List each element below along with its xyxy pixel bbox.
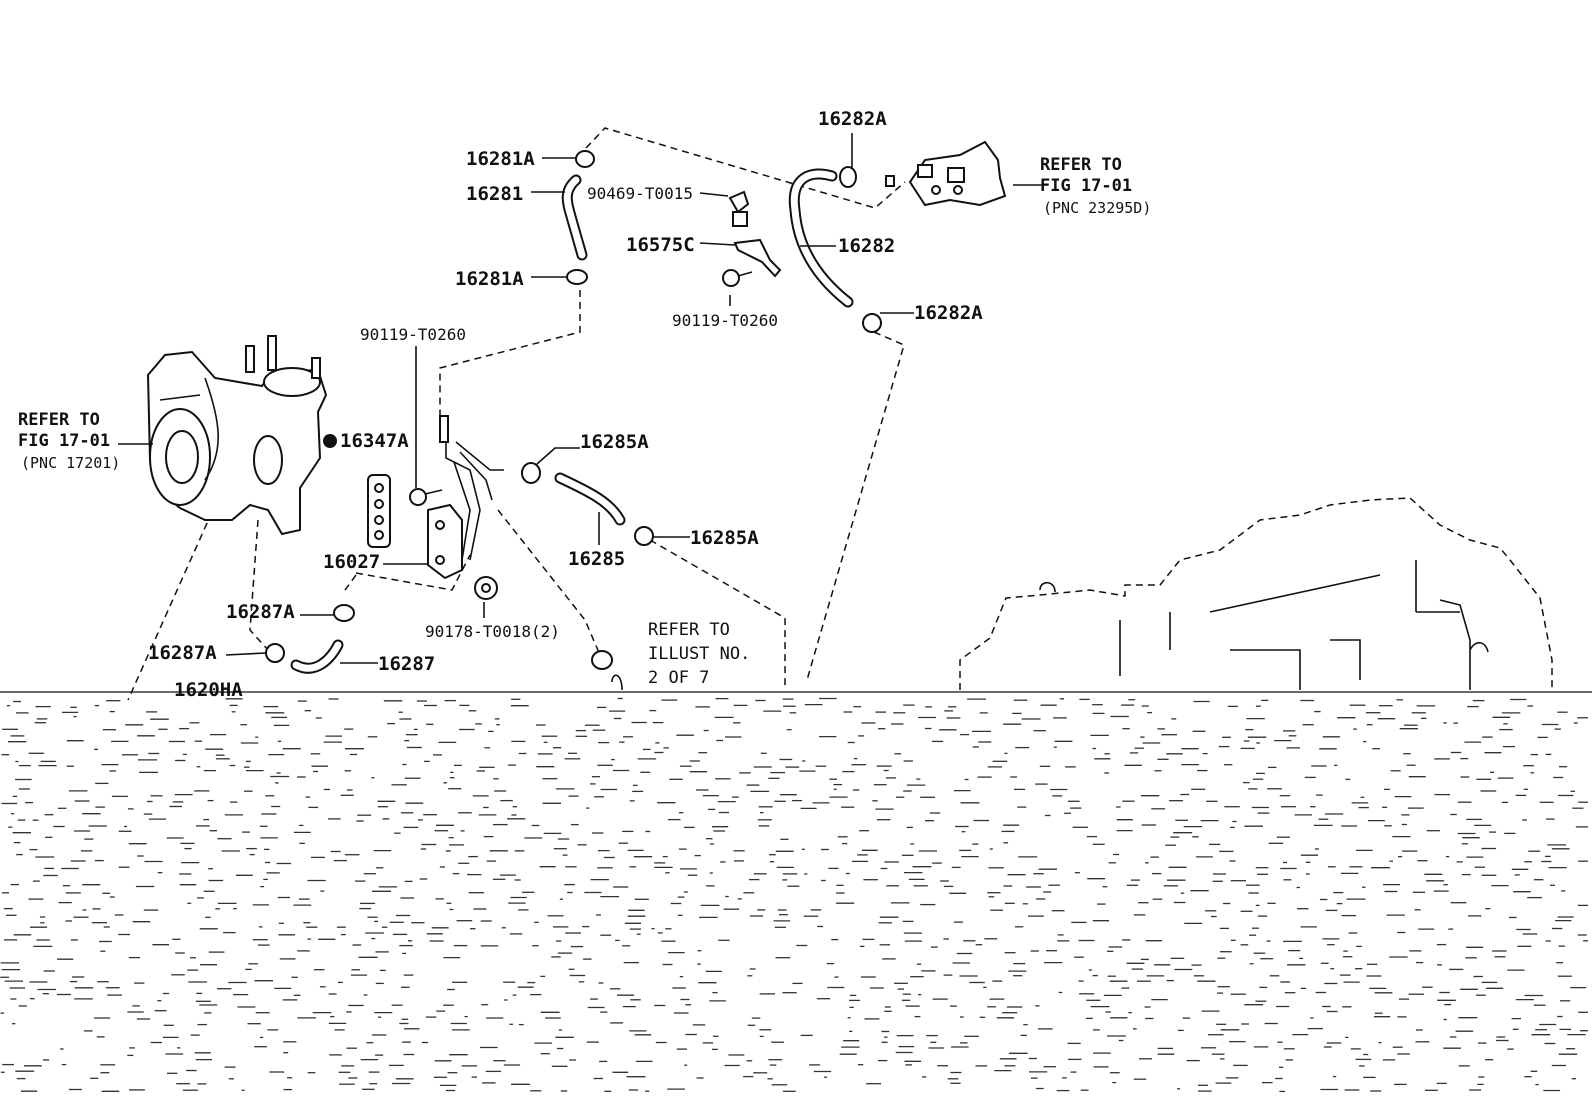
part-labels: 16282A 16281A 16281 90469-T0015 16575C 1…: [148, 108, 983, 701]
small-parts: [367, 190, 782, 600]
part-label-16281a-top[interactable]: 16281A: [466, 148, 535, 170]
svg-text:FIG 17-01: FIG 17-01: [1040, 176, 1132, 196]
part-label-16282[interactable]: 16282: [838, 235, 895, 257]
ref-note-left[interactable]: REFER TO FIG 17-01 (PNC 17201): [18, 410, 120, 472]
dashed-routes: [127, 127, 906, 701]
valve-assembly-top-right: [885, 140, 1007, 207]
part-label-16287[interactable]: 16287: [378, 653, 435, 675]
part-label-16575c[interactable]: 16575C: [626, 234, 695, 256]
part-label-16287a-bottom[interactable]: 16287A: [148, 642, 217, 664]
new-part-marker-icon: [323, 434, 337, 448]
part-label-16027[interactable]: 16027: [323, 551, 380, 573]
ref-note-illust[interactable]: REFER TO ILLUST NO. 2 OF 7: [648, 620, 750, 688]
part-label-90178-t0018[interactable]: 90178-T0018(2): [425, 622, 560, 641]
part-label-16281[interactable]: 16281: [466, 183, 523, 205]
turbocharger-housing: [146, 335, 328, 536]
leader-lines: [118, 133, 1048, 664]
svg-text:(PNC 17201): (PNC 17201): [21, 454, 120, 472]
svg-text:2 OF 7: 2 OF 7: [648, 668, 709, 688]
part-label-16282a-bottom[interactable]: 16282A: [914, 302, 983, 324]
svg-text:REFER TO: REFER TO: [648, 620, 730, 640]
part-label-16287a-top[interactable]: 16287A: [226, 601, 295, 623]
part-label-90469-t0015[interactable]: 90469-T0015: [587, 184, 693, 203]
engine-block-outline: [959, 497, 1553, 690]
svg-text:ILLUST NO.: ILLUST NO.: [648, 644, 750, 664]
part-label-16285[interactable]: 16285: [568, 548, 625, 570]
svg-text:(PNC 23295D): (PNC 23295D): [1043, 199, 1151, 217]
svg-text:REFER TO: REFER TO: [1040, 155, 1122, 175]
part-label-16347a[interactable]: 16347A: [340, 430, 409, 452]
part-label-90119-t0260-left[interactable]: 90119-T0260: [360, 325, 466, 344]
hose-clamps: [265, 150, 882, 691]
part-label-90119-t0260-right[interactable]: 90119-T0260: [672, 311, 778, 330]
ref-note-top-right[interactable]: REFER TO FIG 17-01 (PNC 23295D): [1040, 155, 1151, 217]
part-label-16285a-bottom[interactable]: 16285A: [690, 527, 759, 549]
part-label-16281a-bottom[interactable]: 16281A: [455, 268, 524, 290]
part-label-16280a-partial: 1620HA: [174, 679, 243, 701]
reference-notes: REFER TO FIG 17-01 (PNC 23295D) REFER TO…: [18, 155, 1151, 688]
svg-text:FIG 17-01: FIG 17-01: [18, 431, 110, 451]
hoses: [290, 168, 854, 674]
part-label-16285a-top[interactable]: 16285A: [580, 431, 649, 453]
part-label-16282a-top[interactable]: 16282A: [818, 108, 887, 130]
svg-text:REFER TO: REFER TO: [18, 410, 100, 430]
scan-noise-area: [0, 697, 1588, 1093]
